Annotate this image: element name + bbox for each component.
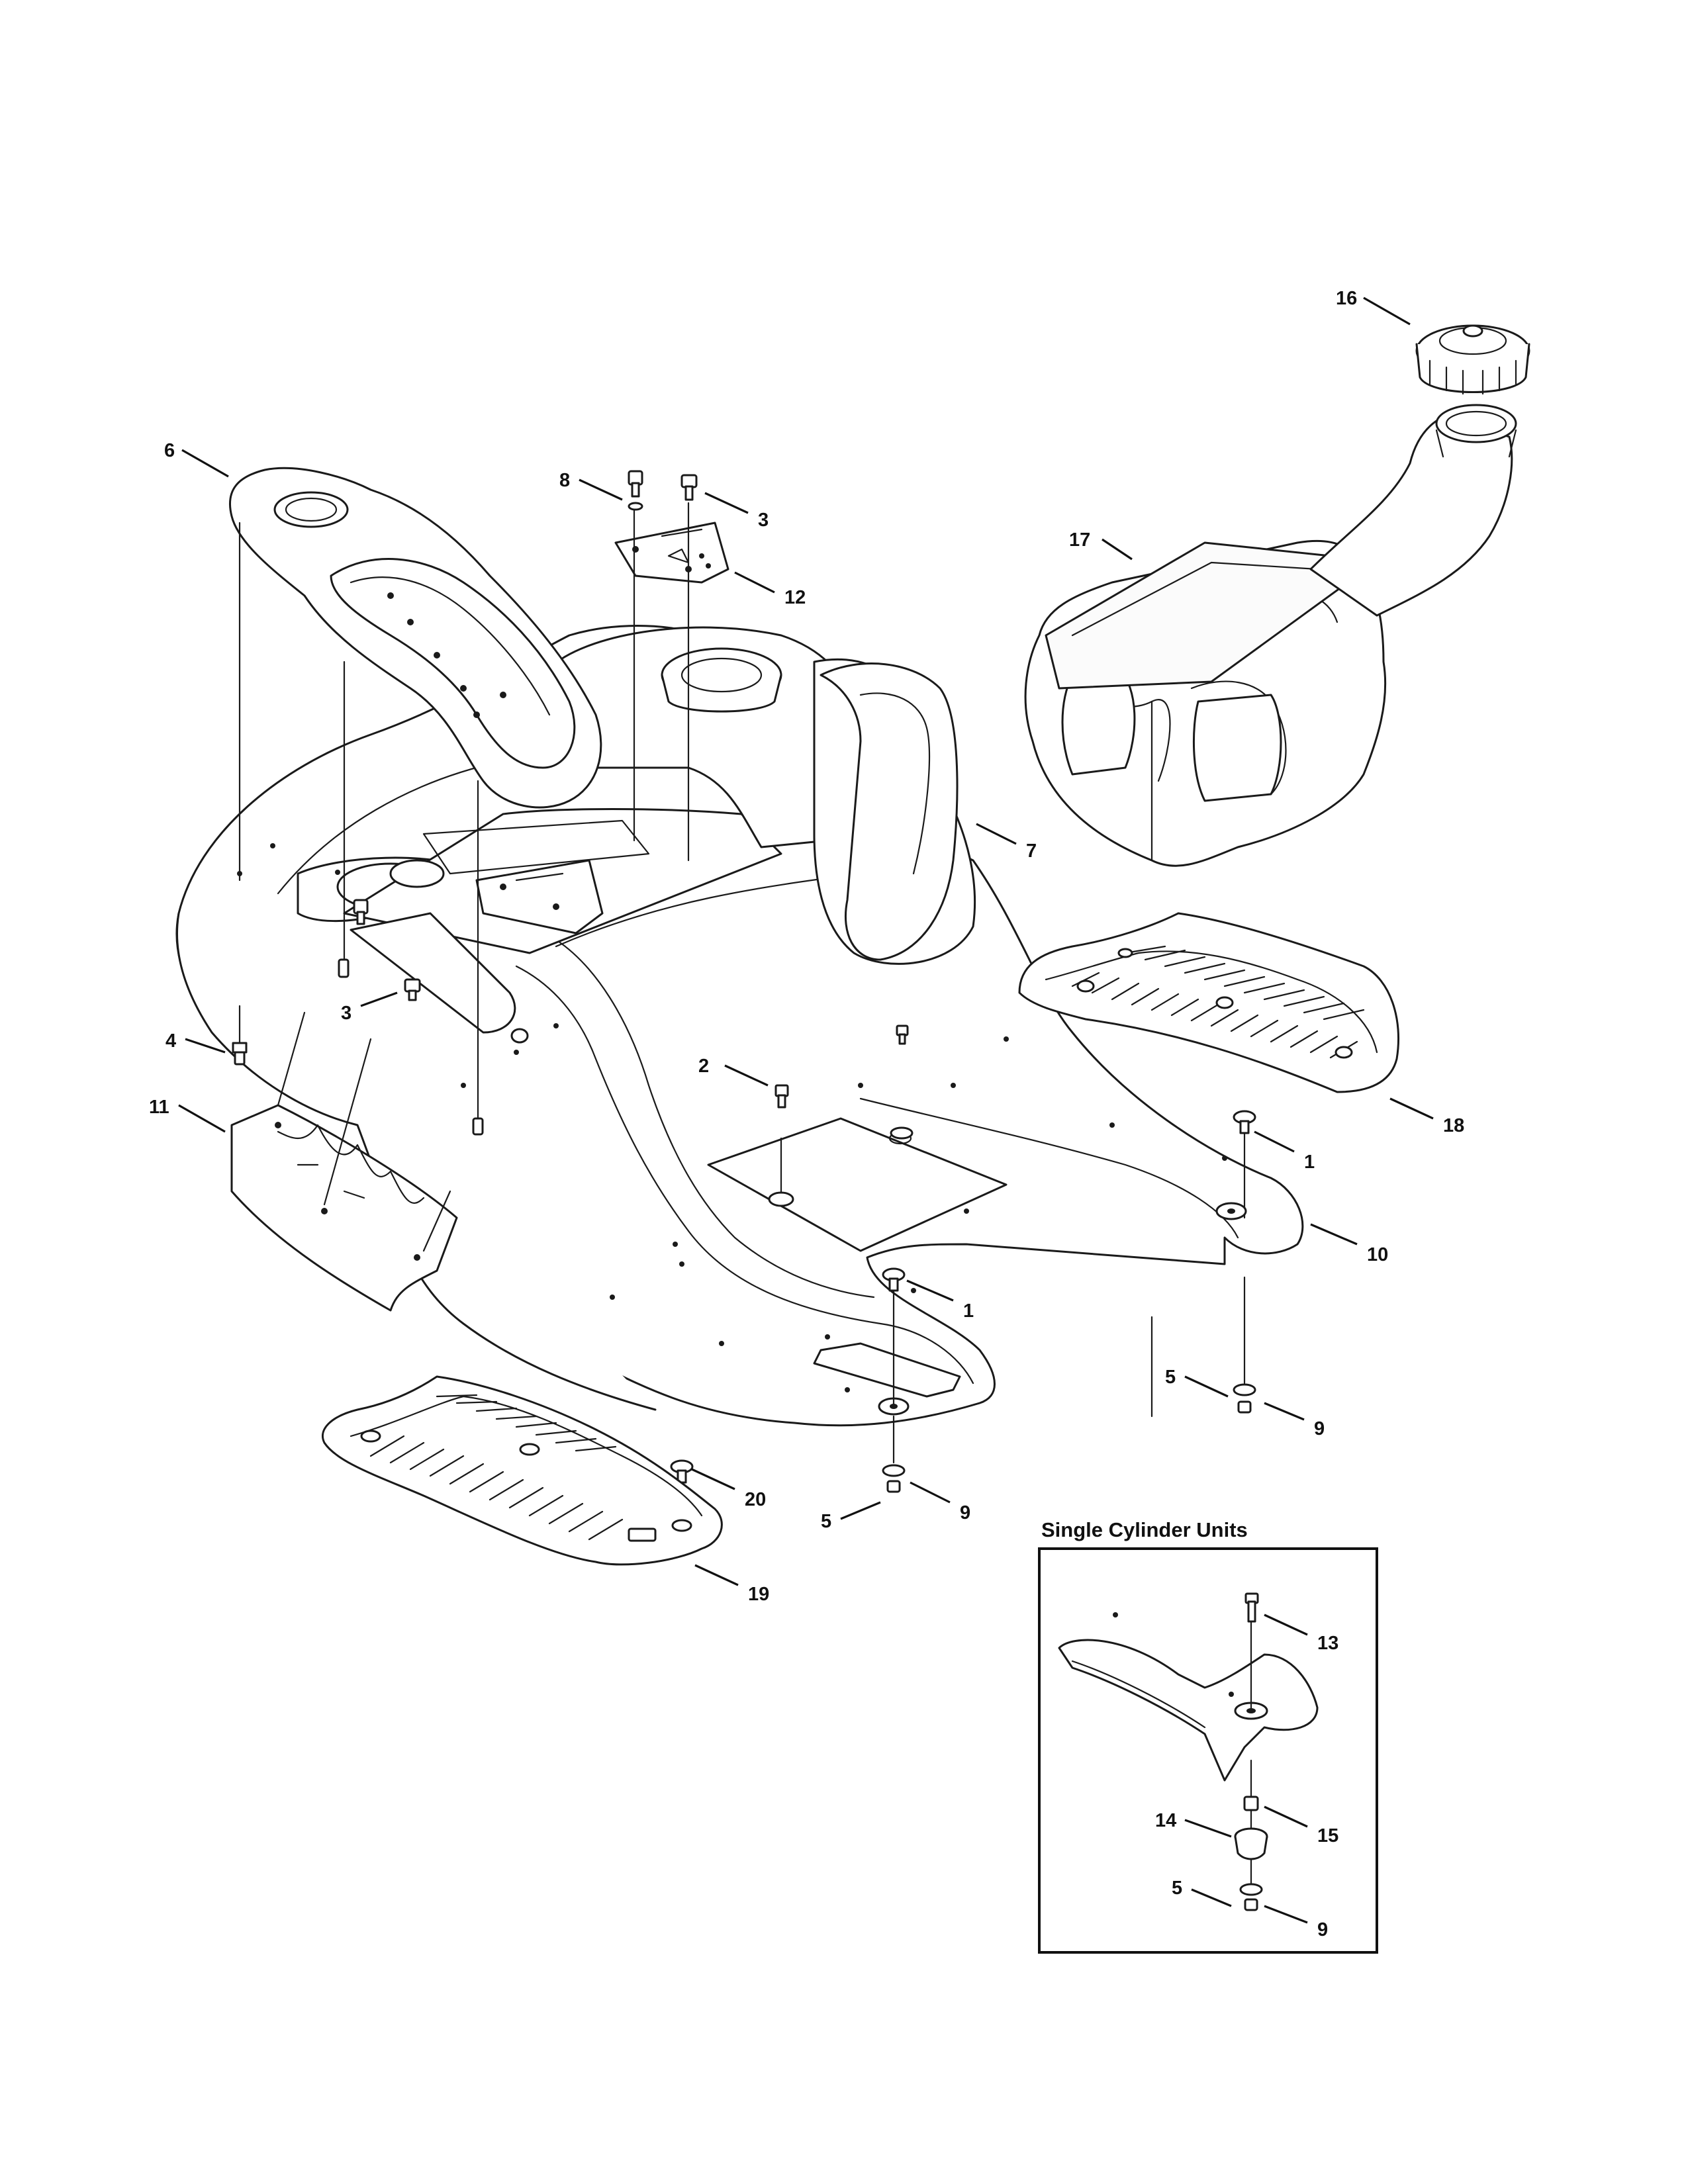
fender-holes — [237, 843, 1227, 1392]
callout-10: 10 — [1367, 1244, 1388, 1265]
dash-console — [228, 467, 602, 809]
callout-20: 20 — [745, 1489, 766, 1510]
callout-5: 5 — [1172, 1878, 1182, 1899]
fender-skirt-11 — [230, 1011, 458, 1312]
callout-leaders — [178, 296, 1434, 1924]
callout-8: 8 — [559, 470, 570, 491]
callout-16: 16 — [1336, 288, 1357, 309]
footrest-19 — [322, 1375, 723, 1566]
fender-hump — [548, 626, 976, 965]
bracket-12-installed — [475, 859, 604, 934]
inset-single-cylinder: Single Cylinder Units — [1038, 1518, 1378, 1954]
fuel-cap-16 — [1415, 324, 1530, 395]
callout-9: 9 — [1314, 1418, 1325, 1439]
callout-6: 6 — [164, 440, 175, 461]
rear-fender-body — [175, 625, 1304, 1427]
callout-11: 11 — [149, 1097, 169, 1118]
callout-9: 9 — [960, 1502, 970, 1524]
callout-2: 2 — [698, 1056, 709, 1077]
callout-19: 19 — [748, 1584, 769, 1605]
footrest-18 — [1018, 912, 1400, 1093]
callout-1: 1 — [963, 1300, 974, 1322]
callout-12: 12 — [784, 587, 806, 608]
callout-15: 15 — [1317, 1825, 1338, 1846]
fasteners — [232, 470, 1256, 1524]
callout-3: 3 — [341, 1003, 352, 1024]
callout-17: 17 — [1069, 529, 1090, 551]
bracket-12 — [614, 522, 729, 584]
callout-4: 4 — [165, 1030, 176, 1052]
callout-13: 13 — [1317, 1633, 1338, 1654]
callout-18: 18 — [1443, 1115, 1464, 1136]
callout-5: 5 — [1165, 1367, 1176, 1388]
inset-title: Single Cylinder Units — [1041, 1518, 1248, 1541]
fuel-tank-17 — [1024, 404, 1517, 867]
callout-9: 9 — [1317, 1919, 1328, 1940]
callout-7: 7 — [1026, 841, 1037, 862]
callout-3: 3 — [758, 510, 769, 531]
callout-labels: 16 6 8 3 17 12 7 3 4 2 18 11 1 10 1 5 9 … — [149, 288, 1464, 1940]
callout-14: 14 — [1155, 1810, 1176, 1831]
callout-5: 5 — [821, 1511, 831, 1532]
access-plate — [350, 912, 516, 1034]
callout-1: 1 — [1304, 1152, 1315, 1173]
